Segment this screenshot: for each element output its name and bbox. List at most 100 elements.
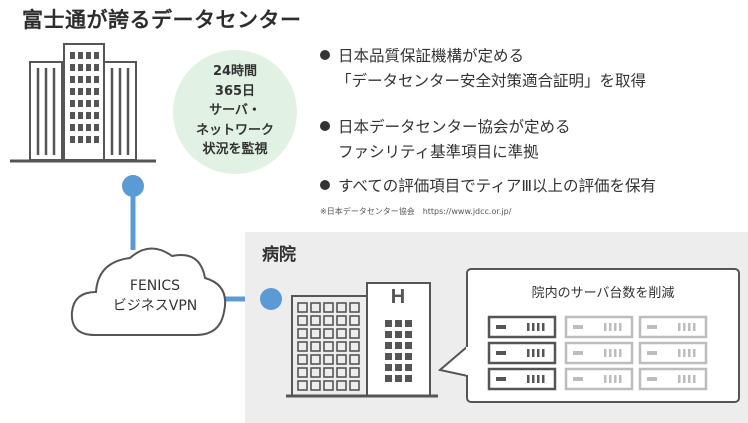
server-bar — [604, 323, 607, 331]
server-bar — [532, 323, 535, 331]
hospital-window — [323, 380, 334, 391]
hospital-window — [349, 302, 360, 313]
hospital-window — [310, 315, 321, 326]
server-inactive-icon — [564, 341, 634, 365]
hospital-window — [323, 328, 334, 339]
hospital-window — [336, 354, 347, 365]
hospital-window — [349, 380, 360, 391]
hospital-window — [297, 341, 308, 352]
hospital-window — [349, 367, 360, 378]
server-led — [496, 377, 506, 381]
hospital-window — [336, 328, 347, 339]
datacenter-building-icon — [10, 43, 156, 163]
datacenter-window — [70, 124, 75, 131]
datacenter-window — [78, 100, 83, 107]
server-bar — [693, 349, 696, 357]
server-bar — [609, 349, 612, 357]
datacenter-windows — [70, 52, 99, 143]
server-bar — [527, 323, 530, 331]
hospital-window — [405, 353, 412, 360]
datacenter-window — [78, 88, 83, 95]
datacenter-window — [86, 100, 91, 107]
hospital-window — [349, 328, 360, 339]
datacenter-window — [94, 112, 99, 119]
cloud-label-line: FENICS — [129, 278, 181, 294]
datacenter-window — [86, 124, 91, 131]
server-frame — [638, 367, 708, 391]
footnote: ※日本データセンター協会 https://www.jdcc.or.jp/ — [320, 207, 512, 216]
server-inactive-icon — [564, 367, 634, 391]
hospital-window — [405, 320, 412, 327]
datacenter-window — [78, 112, 83, 119]
server-bar — [537, 349, 540, 357]
hospital-h-letter: H — [391, 286, 405, 308]
hospital-window — [395, 342, 402, 349]
monitor-circle — [173, 50, 297, 174]
bullet-dot-icon — [320, 50, 330, 60]
hospital-node-dot — [260, 288, 282, 310]
server-led — [573, 351, 583, 355]
hospital-window — [310, 367, 321, 378]
server-bar — [537, 323, 540, 331]
datacenter-window — [94, 76, 99, 83]
server-frame — [638, 341, 708, 365]
server-box-title: 院内のサーバ台数を削減 — [531, 286, 675, 301]
page-title: 富士通が誇るデータセンター — [22, 8, 302, 32]
bullet-dot-icon — [320, 180, 330, 190]
datacenter-window — [86, 64, 91, 71]
server-bar — [614, 375, 617, 383]
hospital-window — [297, 354, 308, 365]
hospital-window — [310, 302, 321, 313]
hospital-window — [405, 342, 412, 349]
server-frame — [487, 315, 557, 339]
bullet-item: 日本データセンター協会が定める ファシリティ基準項目に準拠 — [320, 115, 571, 165]
server-active-icon — [487, 341, 557, 365]
cloud-label-line: ビジネスVPN — [112, 298, 198, 314]
datacenter-window — [94, 52, 99, 59]
server-bar — [527, 375, 530, 383]
server-bar — [532, 375, 535, 383]
server-frame — [487, 341, 557, 365]
datacenter-window — [70, 136, 75, 143]
server-led — [573, 377, 583, 381]
server-bar — [688, 349, 691, 357]
datacenter-window — [70, 88, 75, 95]
server-led — [573, 325, 583, 329]
datacenter-window — [70, 100, 75, 107]
datacenter-window — [70, 76, 75, 83]
bullet-text: ファシリティ基準項目に準拠 — [338, 143, 539, 161]
hospital-window — [323, 354, 334, 365]
hospital-window — [336, 341, 347, 352]
server-racks — [487, 315, 708, 391]
hospital-window — [297, 302, 308, 313]
hospital-window — [323, 302, 334, 313]
datacenter-window — [86, 112, 91, 119]
server-bar — [619, 375, 622, 383]
server-bar — [604, 375, 607, 383]
hospital-window — [395, 375, 402, 382]
bullet-text: 「データセンター安全対策適合証明」を取得 — [336, 72, 647, 90]
server-bar — [688, 375, 691, 383]
bullet-text: すべての評価項目でティアⅢ以上の評価を保有 — [338, 177, 657, 195]
monitor-line: サーバ・ — [209, 103, 261, 118]
bubble-tail — [437, 345, 469, 377]
server-bar — [609, 323, 612, 331]
server-frame — [638, 315, 708, 339]
monitor-line: 365日 — [214, 83, 256, 99]
hospital-window — [395, 364, 402, 371]
server-bar — [693, 323, 696, 331]
server-bar — [693, 375, 696, 383]
datacenter-window — [94, 88, 99, 95]
server-inactive-icon — [638, 341, 708, 365]
server-frame — [564, 367, 634, 391]
server-bar — [619, 323, 622, 331]
hospital-window — [297, 328, 308, 339]
cloud-icon — [70, 247, 227, 336]
hospital-window — [310, 380, 321, 391]
hospital-window — [385, 331, 392, 338]
hospital-window — [323, 341, 334, 352]
server-frame — [487, 367, 557, 391]
server-led — [647, 351, 657, 355]
hospital-window — [349, 341, 360, 352]
server-led — [647, 325, 657, 329]
